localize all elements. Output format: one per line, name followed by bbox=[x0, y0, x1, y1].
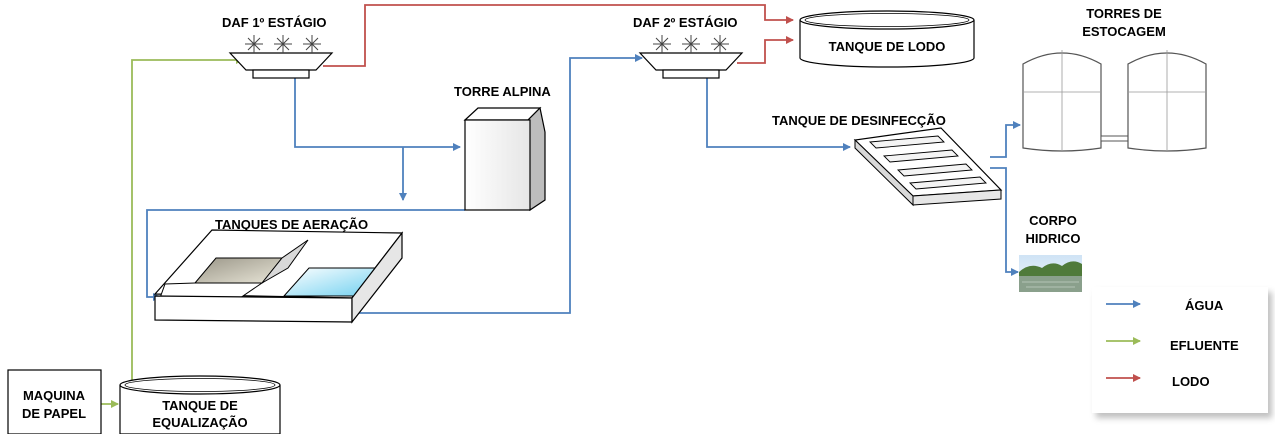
aeration-tanks-shape bbox=[155, 230, 402, 322]
daf2-unit bbox=[640, 35, 742, 78]
storage-tower-left bbox=[1023, 50, 1101, 151]
legend-contents: ÁGUA EFLUENTE LODO bbox=[1092, 287, 1268, 413]
paper-machine-label-line2: DE PAPEL bbox=[22, 406, 86, 421]
aeration-tanks-label: TANQUES DE AERAÇÃO bbox=[215, 217, 368, 232]
disinfection-tank-shape bbox=[855, 128, 1001, 205]
storage-towers-label-line2: ESTOCAGEM bbox=[1082, 24, 1166, 39]
disinfection-tank-label: TANQUE DE DESINFECÇÃO bbox=[772, 113, 946, 128]
water-body-photo bbox=[1019, 255, 1082, 292]
water-body-label-line1: CORPO bbox=[1029, 213, 1077, 228]
sludge-flow-daf2-to-sludge-tank bbox=[737, 40, 793, 63]
daf1-label: DAF 1º ESTÁGIO bbox=[222, 15, 326, 30]
storage-tower-right bbox=[1128, 50, 1206, 151]
daf2-label: DAF 2º ESTÁGIO bbox=[633, 15, 737, 30]
daf1-sprinkler-icons bbox=[245, 35, 321, 53]
legend: ÁGUA EFLUENTE LODO bbox=[1092, 287, 1268, 413]
storage-towers-label-line1: TORRES DE bbox=[1086, 6, 1162, 21]
water-flow-disinfection-to-storage bbox=[990, 125, 1020, 157]
daf1-unit bbox=[230, 35, 332, 78]
legend-effluent-label: EFLUENTE bbox=[1170, 338, 1239, 353]
sludge-tank-label: TANQUE DE LODO bbox=[829, 39, 946, 54]
daf2-sprinkler-icons bbox=[653, 35, 729, 53]
equalization-tank-label-line1: TANQUE DE bbox=[162, 398, 238, 413]
paper-machine-label-line1: MAQUINA bbox=[23, 388, 86, 403]
equalization-tank-label-line2: EQUALIZAÇÃO bbox=[152, 415, 247, 430]
water-flow-daf1-to-alpine-tower bbox=[295, 78, 460, 147]
legend-water-label: ÁGUA bbox=[1185, 298, 1224, 313]
water-body-label-line2: HIDRICO bbox=[1026, 231, 1081, 246]
alpine-tower-shape bbox=[465, 108, 545, 210]
storage-tower-connector bbox=[1101, 136, 1128, 141]
legend-sludge-label: LODO bbox=[1172, 374, 1210, 389]
alpine-tower-label: TORRE ALPINA bbox=[454, 84, 551, 99]
